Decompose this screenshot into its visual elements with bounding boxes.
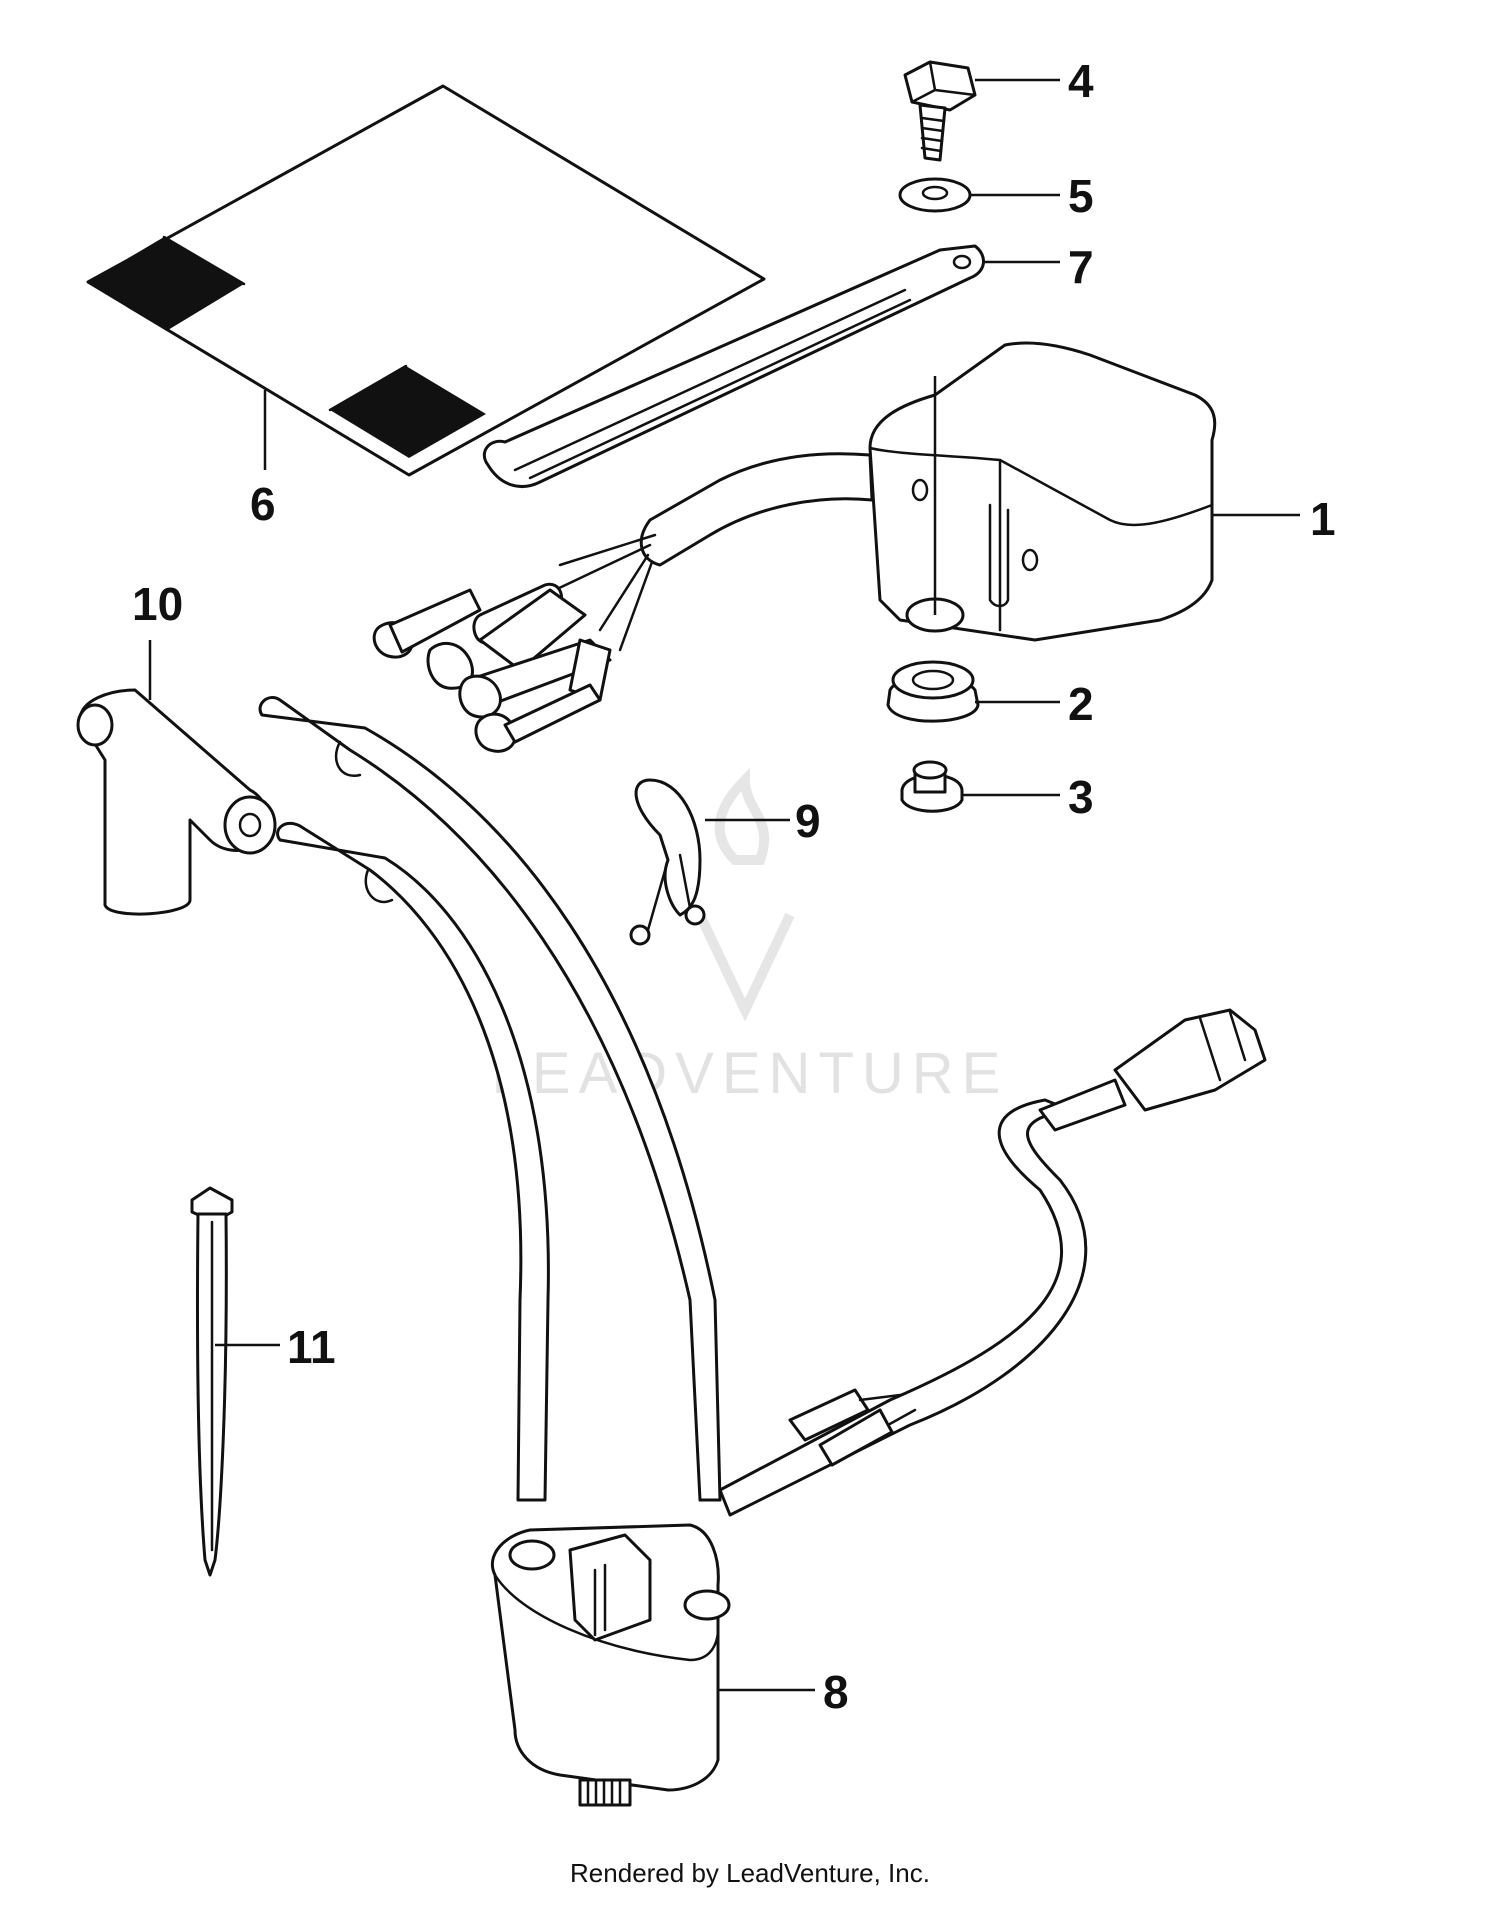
part-4-bolt — [903, 60, 977, 162]
part-3-collar — [900, 760, 964, 813]
part-7-strap — [482, 244, 985, 488]
callout-1: 1 — [1310, 493, 1336, 545]
callout-5: 5 — [1068, 170, 1094, 222]
callout-7: 7 — [1068, 241, 1094, 293]
part-10-plug-cap — [76, 688, 277, 916]
callout-10: 10 — [132, 578, 183, 630]
callout-3: 3 — [1068, 771, 1094, 823]
part-6-decal-sheet — [86, 84, 766, 477]
callout-numbers: 4 5 7 1 2 3 6 9 10 8 11 — [132, 55, 1336, 1718]
callout-6: 6 — [250, 478, 276, 530]
callout-11: 11 — [287, 1321, 336, 1373]
part-9-clamp — [629, 778, 706, 946]
footer-credit: Rendered by LeadVenture, Inc. — [570, 1858, 930, 1888]
watermark-logo — [695, 767, 795, 1022]
callout-4: 4 — [1068, 55, 1094, 107]
callout-8: 8 — [823, 1666, 849, 1718]
part-2-grommet — [886, 660, 980, 723]
part-11-cable-tie — [190, 1186, 234, 1577]
watermark: LEADVENTURE — [491, 1041, 1009, 1106]
part-5-washer — [898, 177, 972, 213]
callout-2: 2 — [1068, 678, 1094, 730]
callout-9: 9 — [795, 795, 821, 847]
part-8-ignition-coil — [258, 696, 1267, 1807]
leader-lines — [148, 78, 1300, 1692]
